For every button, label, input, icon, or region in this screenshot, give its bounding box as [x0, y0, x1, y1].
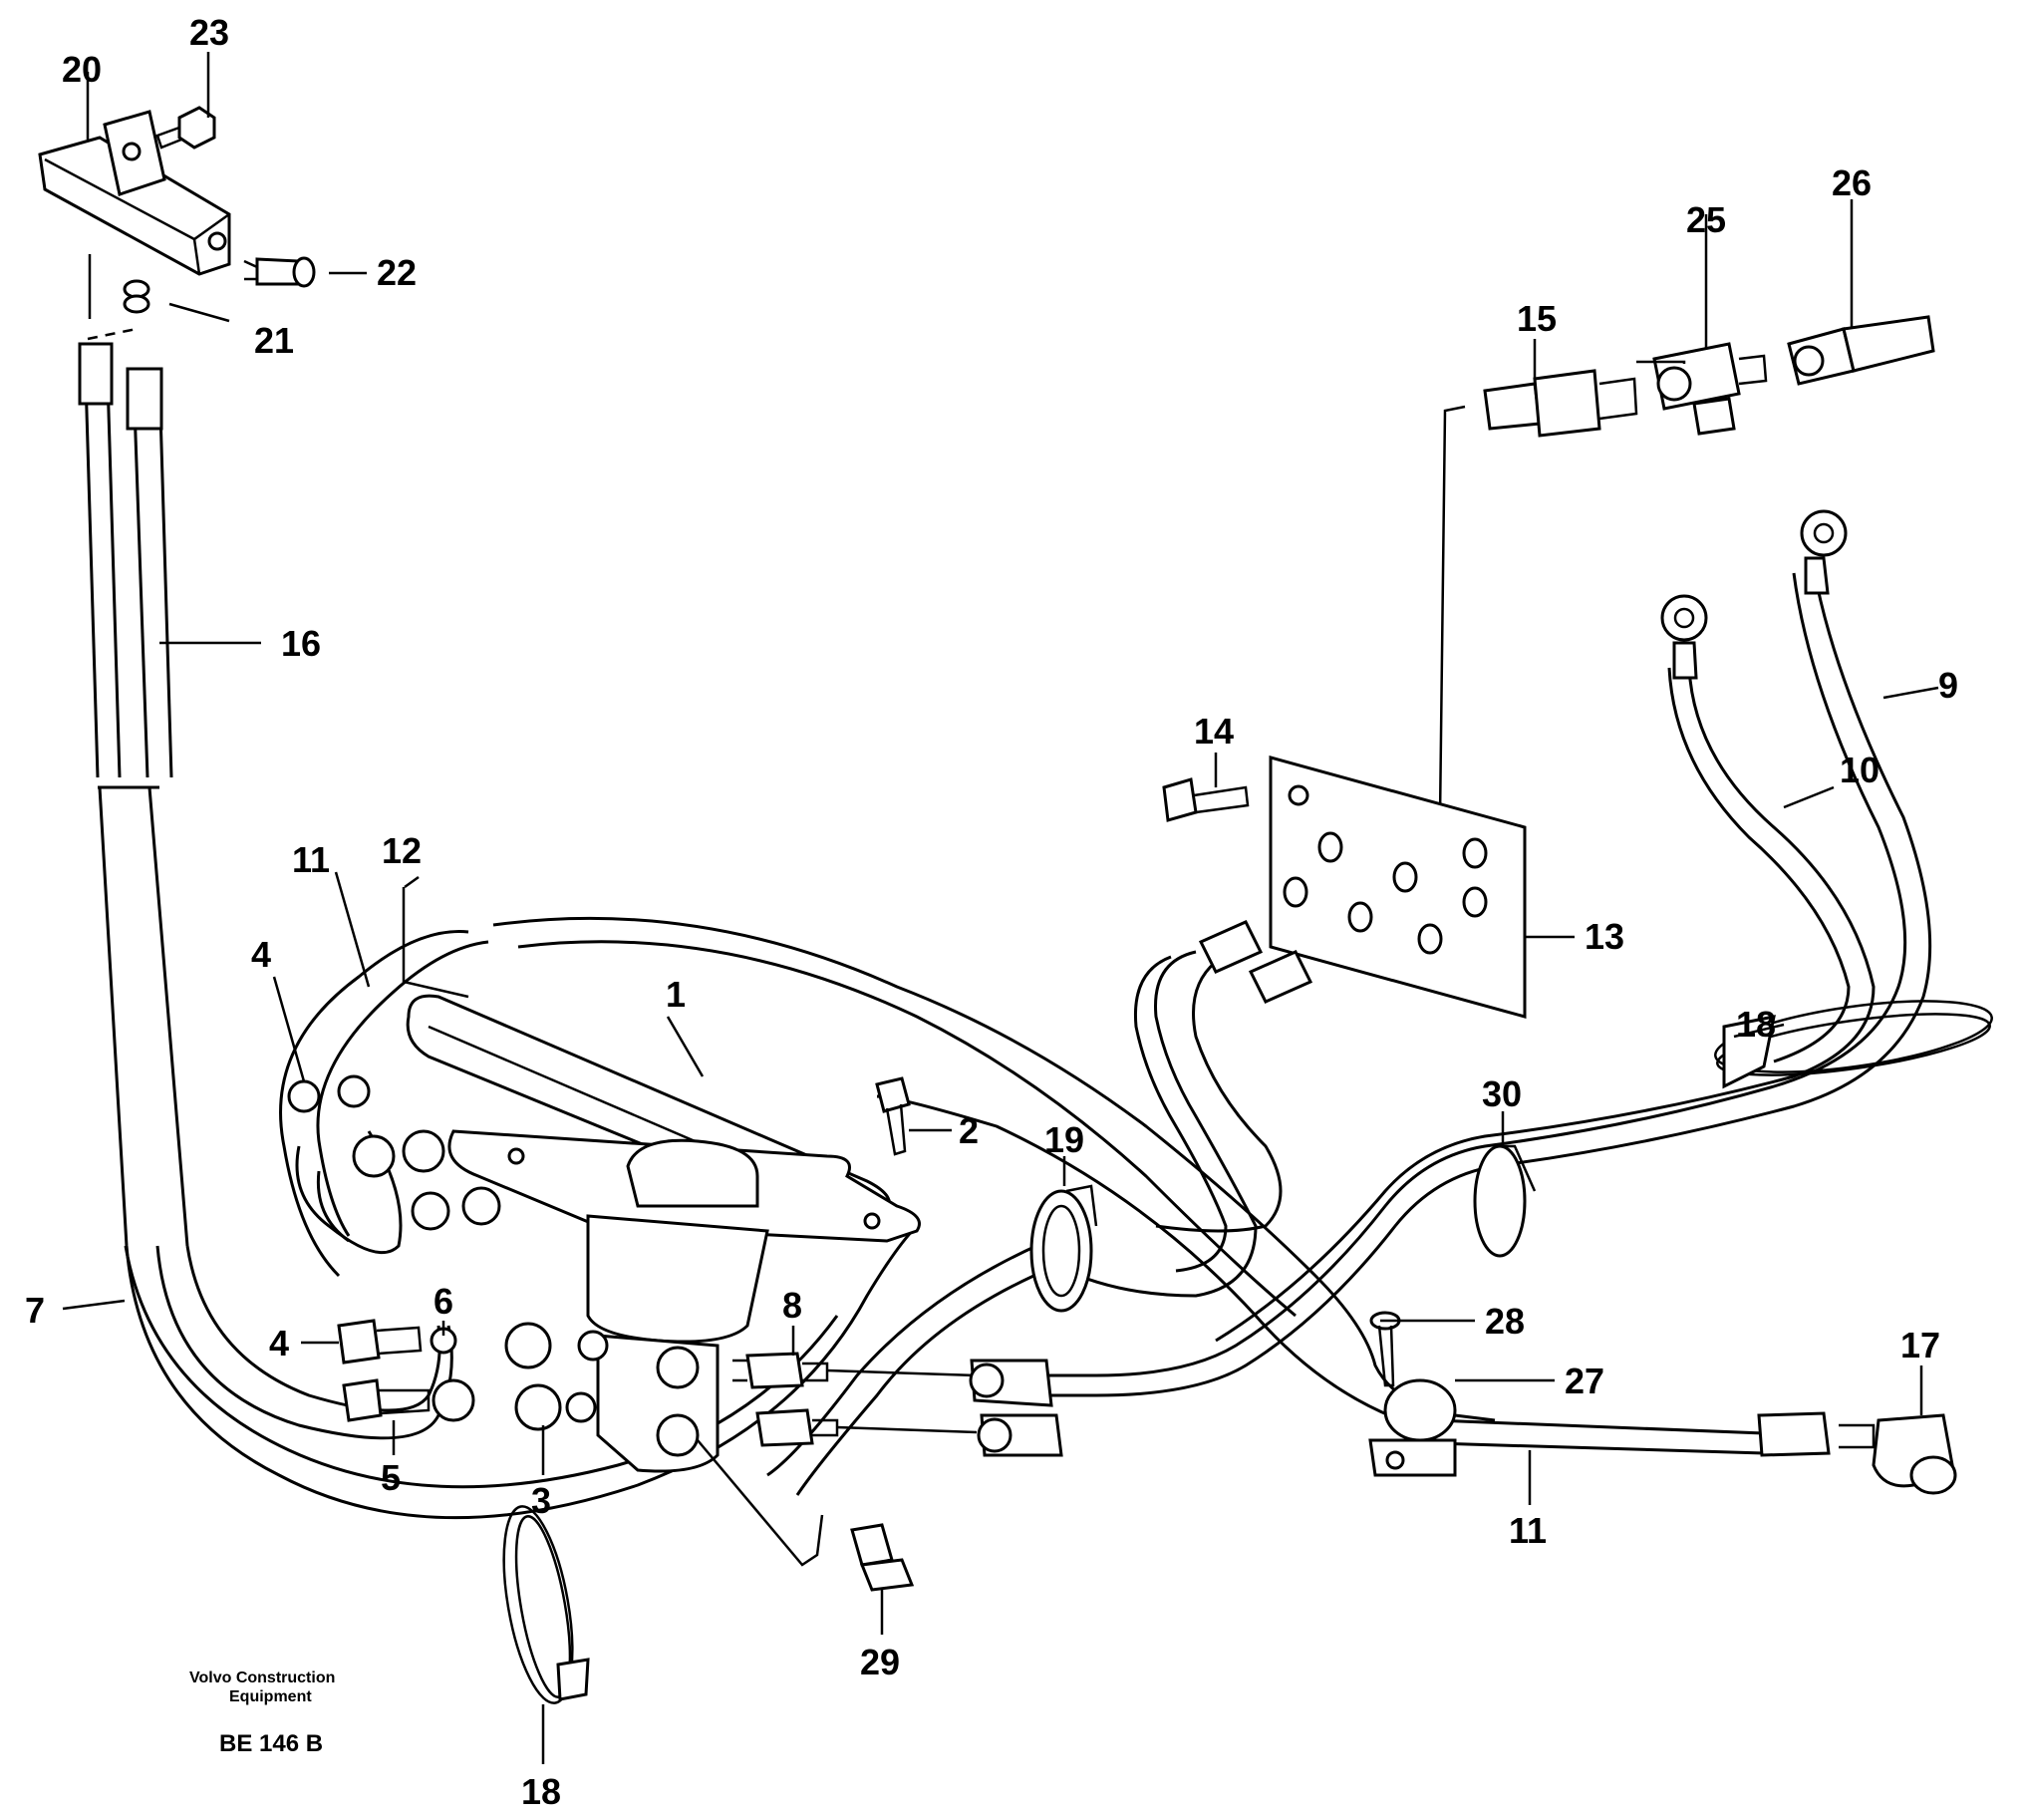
callout-30: 30	[1482, 1073, 1522, 1114]
nipples-8	[732, 1352, 978, 1447]
callout-7: 7	[25, 1290, 45, 1331]
sensor-29	[850, 1523, 915, 1592]
hose-16-left	[84, 378, 919, 1520]
bolt-2	[875, 1076, 911, 1156]
bolt-28	[1369, 1311, 1401, 1387]
bolt-4-lower	[337, 1319, 457, 1365]
tee-25	[1652, 342, 1768, 436]
callout-11-left: 11	[292, 839, 330, 880]
callout-27: 27	[1565, 1361, 1604, 1401]
callout-1: 1	[666, 974, 686, 1015]
bolt-5	[342, 1378, 431, 1422]
callout-19: 19	[1044, 1119, 1084, 1160]
callout-28: 28	[1485, 1301, 1525, 1342]
hose-16-fittings	[78, 342, 163, 431]
hose-11-left	[295, 1130, 403, 1255]
callout-22: 22	[377, 252, 417, 293]
hoses	[84, 378, 1932, 1520]
block-20	[38, 110, 231, 276]
callout-11-right: 11	[1509, 1510, 1547, 1551]
callout-14: 14	[1194, 711, 1234, 752]
callout-16: 16	[281, 623, 321, 664]
callout-20: 20	[62, 49, 102, 90]
hose-panel-loop	[766, 950, 1283, 1496]
hose-11-right	[876, 1094, 1765, 1455]
nipple-22	[243, 256, 316, 288]
clamp-27	[1368, 1378, 1457, 1477]
clamp-19	[1029, 1184, 1098, 1313]
callout-17: 17	[1900, 1325, 1940, 1365]
fitting-26	[1787, 315, 1935, 386]
callout-8: 8	[782, 1285, 802, 1326]
pedal-1	[406, 994, 921, 1344]
valve-body	[596, 1334, 720, 1473]
callout-18-right: 18	[1736, 1004, 1776, 1045]
hose-fittings-right	[969, 1359, 1063, 1457]
callout-13: 13	[1585, 916, 1624, 957]
callout-4-upper: 4	[251, 934, 271, 975]
callout-numbers: 20 23 22 21 16 15 25 26 9 10 14 13 12 11…	[25, 12, 1958, 1812]
callout-2: 2	[959, 1110, 979, 1151]
credit-line-2: Equipment	[229, 1688, 312, 1705]
panel-fittings	[1198, 920, 1313, 1004]
callout-18-bottom: 18	[521, 1771, 561, 1812]
band-clamp-18-bottom	[502, 1505, 590, 1704]
callout-12: 12	[382, 830, 422, 871]
dash-21	[87, 327, 138, 341]
line-15-13	[1438, 405, 1466, 818]
credit-block: Volvo Construction Equipment BE 146 B	[189, 1669, 335, 1757]
banjo-9-10	[1660, 509, 1848, 680]
band-clamp-18-right	[1714, 1000, 1993, 1089]
line-29	[697, 1439, 824, 1567]
callout-29: 29	[860, 1642, 900, 1682]
screw-23	[155, 106, 216, 150]
banjo-fittings	[287, 1074, 609, 1431]
callout-15: 15	[1517, 298, 1557, 339]
panel-13	[1269, 756, 1527, 1019]
hose-9	[1036, 567, 1932, 1397]
callout-10: 10	[1840, 750, 1879, 790]
screw-14	[1162, 777, 1250, 822]
callout-26: 26	[1832, 162, 1872, 203]
elbow-17	[1757, 1411, 1957, 1495]
credit-line-1: Volvo Construction	[189, 1669, 335, 1686]
clamp-30	[1473, 1144, 1537, 1258]
hose-12	[279, 916, 1496, 1422]
callout-9: 9	[1938, 665, 1958, 706]
callout-21: 21	[254, 320, 294, 361]
hose-10	[1215, 667, 1876, 1343]
diagram-code: BE 146 B	[219, 1730, 323, 1757]
fitting-15	[1483, 369, 1638, 438]
nut-21	[123, 279, 150, 314]
callout-6: 6	[434, 1281, 453, 1322]
callout-23: 23	[189, 12, 229, 53]
callout-5: 5	[381, 1457, 401, 1498]
callout-3: 3	[531, 1480, 551, 1521]
callout-4-lower: 4	[269, 1323, 289, 1364]
callout-25: 25	[1686, 199, 1726, 240]
hose-16-right	[98, 378, 453, 1440]
leader-lines	[62, 52, 1939, 1764]
